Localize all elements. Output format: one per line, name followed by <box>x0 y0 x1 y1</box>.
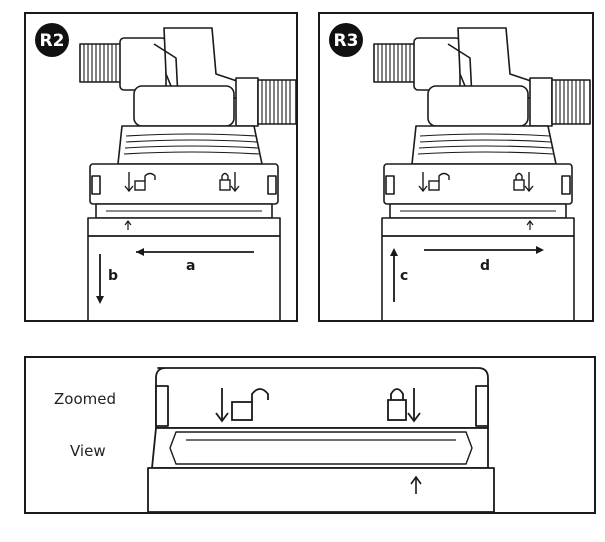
r2-left-thread <box>79 43 123 83</box>
panel-zoomed-view: Zoomed View <box>24 356 596 514</box>
r2-head-ribs <box>123 133 260 155</box>
zoom-illustration <box>147 367 495 512</box>
zoom-collar <box>155 367 489 429</box>
zoom-cartridge-band <box>147 467 495 512</box>
r2-left-thread-ridges <box>83 44 117 82</box>
r2-illustration: a b R2 <box>35 23 296 320</box>
r2-arrow-a <box>136 248 254 256</box>
zoom-label-line1: Zoomed <box>54 390 116 408</box>
r2-collar-lock-icon <box>219 172 240 193</box>
r3-badge: R3 <box>329 23 363 57</box>
r3-collar-unlock-icon <box>418 172 450 193</box>
r2-right-thread-ridges <box>261 80 291 124</box>
r3-label-d: d <box>480 258 490 274</box>
panel-r2: a b R2 <box>24 12 298 322</box>
r2-cartridge-body <box>87 236 281 320</box>
r3-badge-text: R3 <box>334 31 359 51</box>
zoom-band-arrow-up-icon <box>410 475 422 494</box>
r3-column <box>427 85 529 127</box>
r3-arrow-c <box>390 248 398 302</box>
r2-label-b: b <box>108 268 118 284</box>
r2-collar-unlock-icon <box>124 172 156 193</box>
r2-badge: R2 <box>35 23 69 57</box>
r3-left-fitting <box>413 37 461 91</box>
r2-band-arrow-up-icon <box>124 220 132 230</box>
r3-left-thread-ridges <box>377 44 411 82</box>
r3-head-cap <box>411 125 557 165</box>
zoom-label-line2: View <box>70 442 106 460</box>
r2-arrow-b <box>96 254 104 304</box>
r3-cartridge-band <box>381 217 575 237</box>
r2-right-fitting <box>235 77 259 127</box>
zoom-lock-icon <box>387 388 421 423</box>
r2-head-cap <box>117 125 263 165</box>
r2-badge-text: R2 <box>40 31 65 51</box>
panel-r3: d c R3 <box>318 12 594 322</box>
r2-column <box>133 85 235 127</box>
r3-cartridge-body <box>381 236 575 320</box>
r2-cartridge-band <box>87 217 281 237</box>
r3-collar <box>383 163 573 205</box>
r3-arrow-d <box>424 246 544 254</box>
r2-label-a: a <box>186 258 195 274</box>
r3-head-ribs <box>417 133 554 155</box>
r3-band-arrow-up-icon <box>526 220 534 230</box>
r3-label-c: c <box>400 268 408 284</box>
r3-collar-lock-icon <box>513 172 534 193</box>
r3-right-fitting <box>529 77 553 127</box>
r3-right-thread-ridges <box>555 80 585 124</box>
r3-illustration: d c R3 <box>329 23 591 320</box>
r2-collar <box>89 163 279 205</box>
zoom-unlock-icon <box>215 388 269 423</box>
r2-left-fitting <box>119 37 167 91</box>
